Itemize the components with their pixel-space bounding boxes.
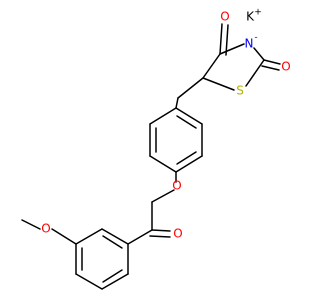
bond-c4-n3 — [219, 43, 245, 55]
bond-benzene-b-inner3 — [102, 269, 123, 283]
carbonyl-oxygen-top-label: O — [220, 10, 229, 24]
bond-methoxy-o-ch3 — [21, 219, 41, 230]
methoxy-oxygen-label: O — [41, 222, 50, 236]
bond-ring-methoxy-o — [51, 228, 77, 245]
carbonyl-oxygen-right-label: O — [281, 60, 290, 74]
bond-c4-o — [219, 23, 223, 55]
ketone-oxygen-label: O — [173, 227, 182, 241]
ether-oxygen-label: O — [172, 179, 181, 193]
bond-c5-ch2 — [177, 77, 204, 99]
bond-ch2-ring — [175, 97, 179, 109]
nitrogen-label: N — [245, 37, 254, 51]
molecule-structure-diagram: K + N - S O O O O O — [21, 8, 291, 290]
bond-co-ring — [127, 229, 153, 245]
bond-benzene-b4 — [75, 273, 103, 290]
bond-benzene-b1 — [101, 228, 129, 245]
bond-benzene-b-inner1 — [102, 235, 123, 249]
bond-benzene-a1 — [175, 107, 203, 125]
bond-benzene-a4 — [149, 155, 177, 173]
bond-benzene-a3 — [175, 155, 203, 173]
bond-c2-s1 — [245, 59, 265, 87]
bond-co-o-double — [149, 235, 171, 238]
bond-c5-c4 — [202, 53, 221, 79]
bond-benzene-b5 — [101, 273, 129, 290]
bond-s1-c5 — [202, 77, 235, 91]
bonds — [21, 23, 281, 290]
bond-benzene-a-inner1 — [176, 115, 197, 129]
sulfur-label: S — [236, 84, 244, 98]
atom-labels: K + N - S O O O O O — [41, 8, 290, 241]
potassium-label: K — [246, 10, 255, 24]
bond-c4-o-double — [225, 24, 229, 56]
bond-benzene-b2 — [75, 228, 103, 245]
bond-co-o — [151, 229, 171, 232]
bond-c2-o — [263, 59, 281, 65]
bond-n3-c2 — [253, 47, 265, 61]
potassium-charge: + — [254, 8, 262, 18]
bond-benzene-a-inner2 — [176, 151, 197, 165]
bond-c2-o-double — [261, 65, 280, 71]
bond-o-ch2 — [151, 189, 175, 203]
nitrogen-charge: - — [254, 33, 257, 43]
bond-benzene-a6 — [149, 107, 177, 125]
